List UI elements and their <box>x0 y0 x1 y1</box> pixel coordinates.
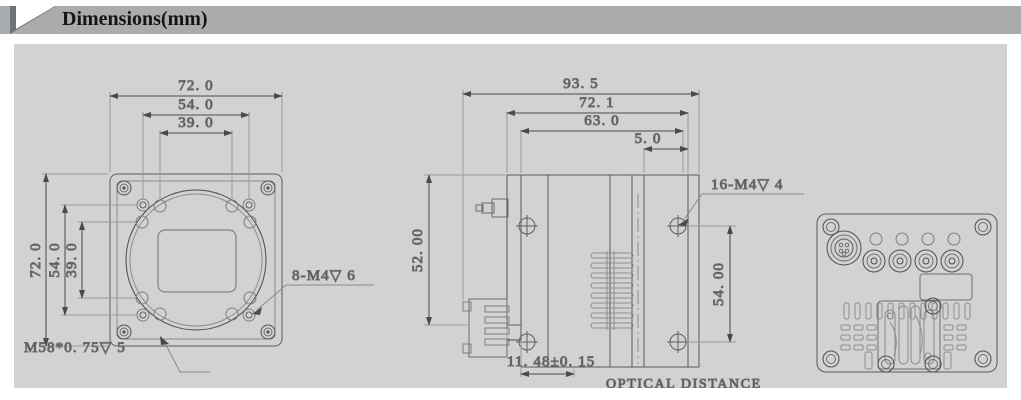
bnc-connector-icon <box>862 249 964 273</box>
fan-icon <box>877 297 942 373</box>
page-title: Dimensions(mm) <box>62 8 208 30</box>
label-plate <box>919 273 973 301</box>
side-view <box>462 174 700 368</box>
dim-front-left-3: 39. 0 <box>64 242 80 278</box>
dim-side-bottom: 11. 48±0. 15 <box>507 354 595 370</box>
front-view <box>109 173 283 347</box>
vent-grille <box>590 251 634 330</box>
dim-side-top-1: 93. 5 <box>563 76 599 92</box>
dim-front-left-2: 54. 0 <box>47 242 63 278</box>
side-screw-icon <box>516 215 689 353</box>
dim-side-left: 52. 00 <box>410 228 426 272</box>
header-bar <box>0 6 1021 34</box>
corner-screw-icon <box>116 180 276 340</box>
circular-connector-icon <box>826 230 862 266</box>
callout-8-m4: 8-M4▽ 6 <box>292 268 356 284</box>
rear-view <box>816 213 998 373</box>
callout-m58: M58*0. 75▽ 5 <box>24 340 126 356</box>
led-indicator-icon <box>869 232 961 246</box>
optical-distance-note: OPTICAL DISTANCE <box>606 377 762 388</box>
dim-side-top-3: 63. 0 <box>584 113 620 129</box>
dim-side-top-2: 72. 1 <box>579 95 615 111</box>
drawing-panel: 72. 0 54. 0 39. 0 72. 0 54. 0 39. 0 <box>14 44 1007 388</box>
corner-screw-icon <box>822 218 992 368</box>
vent-grille <box>840 302 971 370</box>
callout-16-m4: 16-M4▽ 4 <box>711 177 783 193</box>
triangle-slash-icon <box>10 6 56 34</box>
dim-front-left-1: 72. 0 <box>28 242 44 278</box>
dim-front-top-3: 39. 0 <box>178 115 214 131</box>
technical-drawing: 72. 0 54. 0 39. 0 72. 0 54. 0 39. 0 <box>24 76 998 388</box>
dim-side-top-4: 5. 0 <box>635 131 662 147</box>
dim-front-top-2: 54. 0 <box>178 97 214 113</box>
dim-side-right: 54. 00 <box>711 262 727 306</box>
dim-front-top-1: 72. 0 <box>178 78 214 94</box>
m4-hole-icon <box>135 198 257 322</box>
